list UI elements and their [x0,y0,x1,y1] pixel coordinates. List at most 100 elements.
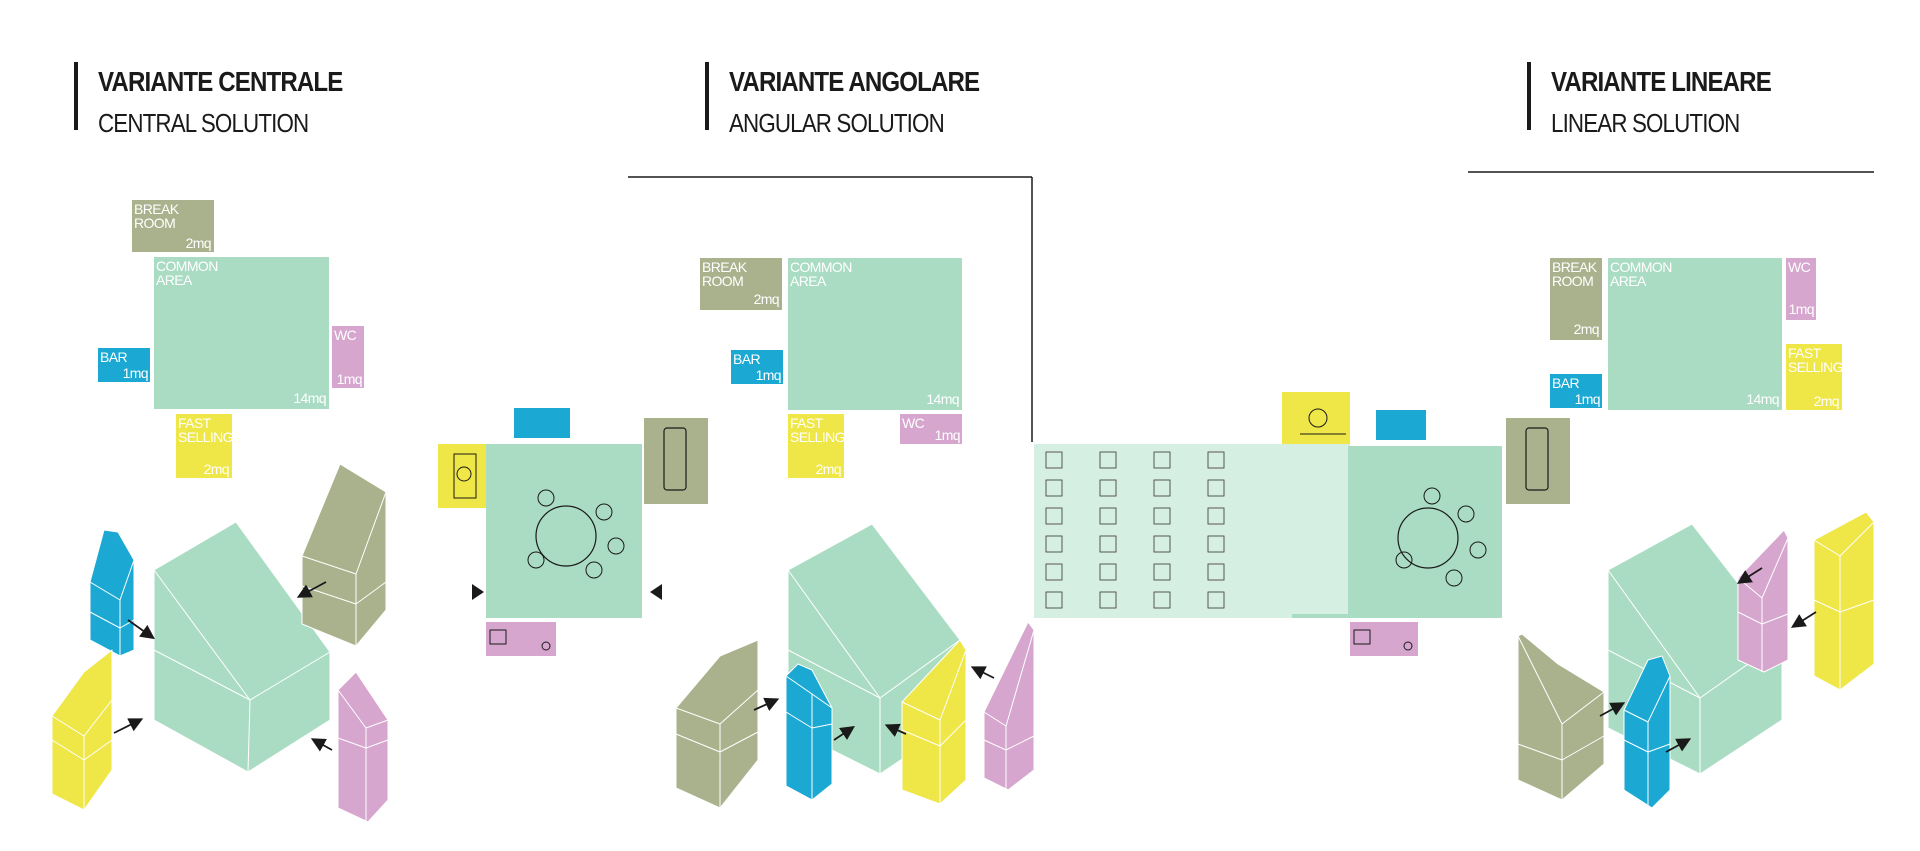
chair-icon [456,466,472,482]
area-label: 14mq [926,391,959,407]
common-area-volume-edge [153,649,251,701]
arrow-icon [310,738,333,752]
arrow-icon [1599,702,1626,717]
area-label: 2mq [186,235,211,251]
meeting-room-block [486,444,642,618]
wc-volume [337,671,389,823]
break-room-volume [301,463,387,647]
fast-selling-label: SELLING [1788,359,1843,375]
header-bar [1527,62,1531,130]
break-room-label: ROOM [134,215,175,231]
common-area-label: AREA [1610,273,1647,289]
common-area-label: AREA [156,272,193,288]
fast-selling-block [176,414,232,478]
chair-icon [1308,408,1328,428]
common-area-label: COMMON [156,258,218,274]
arrow-icon [884,723,907,737]
bar-volume-body [1623,655,1671,809]
fast-selling-label: FAST [790,415,824,431]
common-area-label: COMMON [790,259,852,275]
common-area-volume-edge [247,699,251,773]
round-table-icon [535,505,597,567]
desk-icon [1099,563,1117,581]
desk-icon [1045,563,1063,581]
desk-icon [1099,507,1117,525]
break-room-block [1550,258,1602,340]
chair-icon [585,561,603,579]
desk-icon [1099,479,1117,497]
header-subtitle: CENTRAL SOLUTION [98,108,309,138]
break-room-volume-edge [301,581,387,605]
arrow-icon [296,581,327,598]
toilet-icon [489,629,507,645]
break-room-block [1506,418,1570,504]
break-room-label: BREAK [702,259,748,275]
chair-icon [527,551,545,569]
chair-icon [1395,551,1413,569]
arrow-icon [1736,567,1763,584]
wc-block [1786,258,1816,320]
break-room-label: BREAK [1552,259,1598,275]
desk-icon [453,453,477,499]
wc-volume-edge [1737,611,1789,625]
arrow-icon [753,697,780,712]
wc-volume-edge [983,735,1035,751]
workspace-block [1034,444,1350,618]
header-subtitle: LINEAR SOLUTION [1551,108,1740,138]
area-label: 2mq [754,291,779,307]
desk-icon [1045,451,1063,469]
wc-volume [983,621,1035,791]
break-room-volume-edge [1517,735,1605,761]
fast-selling-volume-body [1813,511,1875,691]
desk-icon [1099,451,1117,469]
bar-counter-block [514,408,570,438]
chair-icon [607,537,625,555]
bar-counter-block [1376,410,1426,440]
arrow-icon [1790,611,1817,628]
chair-icon [537,489,555,507]
fast-selling-label: SELLING [178,429,233,445]
sink-icon [541,641,551,651]
common-area-volume [153,521,331,773]
fast-selling-label: FAST [1788,345,1822,361]
fast-selling-block [788,414,844,478]
desk-icon [1153,563,1171,581]
workspace-edge-block [1292,614,1350,618]
toilet-icon [1353,629,1371,645]
area-label: 1mq [935,427,960,443]
common-area-volume-edge [787,649,881,699]
arrow-icon [970,666,995,680]
break-room-volume-body [301,463,387,647]
break-room-volume-body [675,639,759,809]
fast-selling-volume-body [51,649,113,811]
arrow-icon [833,726,855,741]
common-area-block [1608,258,1782,410]
fast-selling-desk-block [438,444,488,508]
wc-volume-body [1737,529,1789,673]
break-room-block [644,418,708,504]
fast-selling-volume [901,639,967,805]
triangle-marker-icon [472,584,484,600]
area-label: 2mq [1574,321,1599,337]
desk-icon [1207,507,1225,525]
fast-selling-volume-edge [901,719,967,747]
desk-icon [1099,591,1117,609]
break-room-block [132,200,214,252]
area-label: 1mq [337,371,362,387]
wc-label: WC [902,415,925,431]
desk-icon [1207,451,1225,469]
wc-block [900,414,962,444]
sink-icon [1403,641,1413,651]
fast-selling-volume-edge [1813,599,1875,613]
chair-icon [1469,541,1487,559]
desk-icon [1099,535,1117,553]
fast-selling-label: FAST [178,415,212,431]
desk-icon [1207,479,1225,497]
desk-icon [1045,535,1063,553]
wc-block [332,326,364,388]
bar-volume-edge [1623,739,1671,753]
area-label: 1mq [756,367,781,383]
header-title: VARIANTE ANGOLARE [729,66,980,97]
arrow-icon [113,718,144,734]
desk-icon [1153,479,1171,497]
